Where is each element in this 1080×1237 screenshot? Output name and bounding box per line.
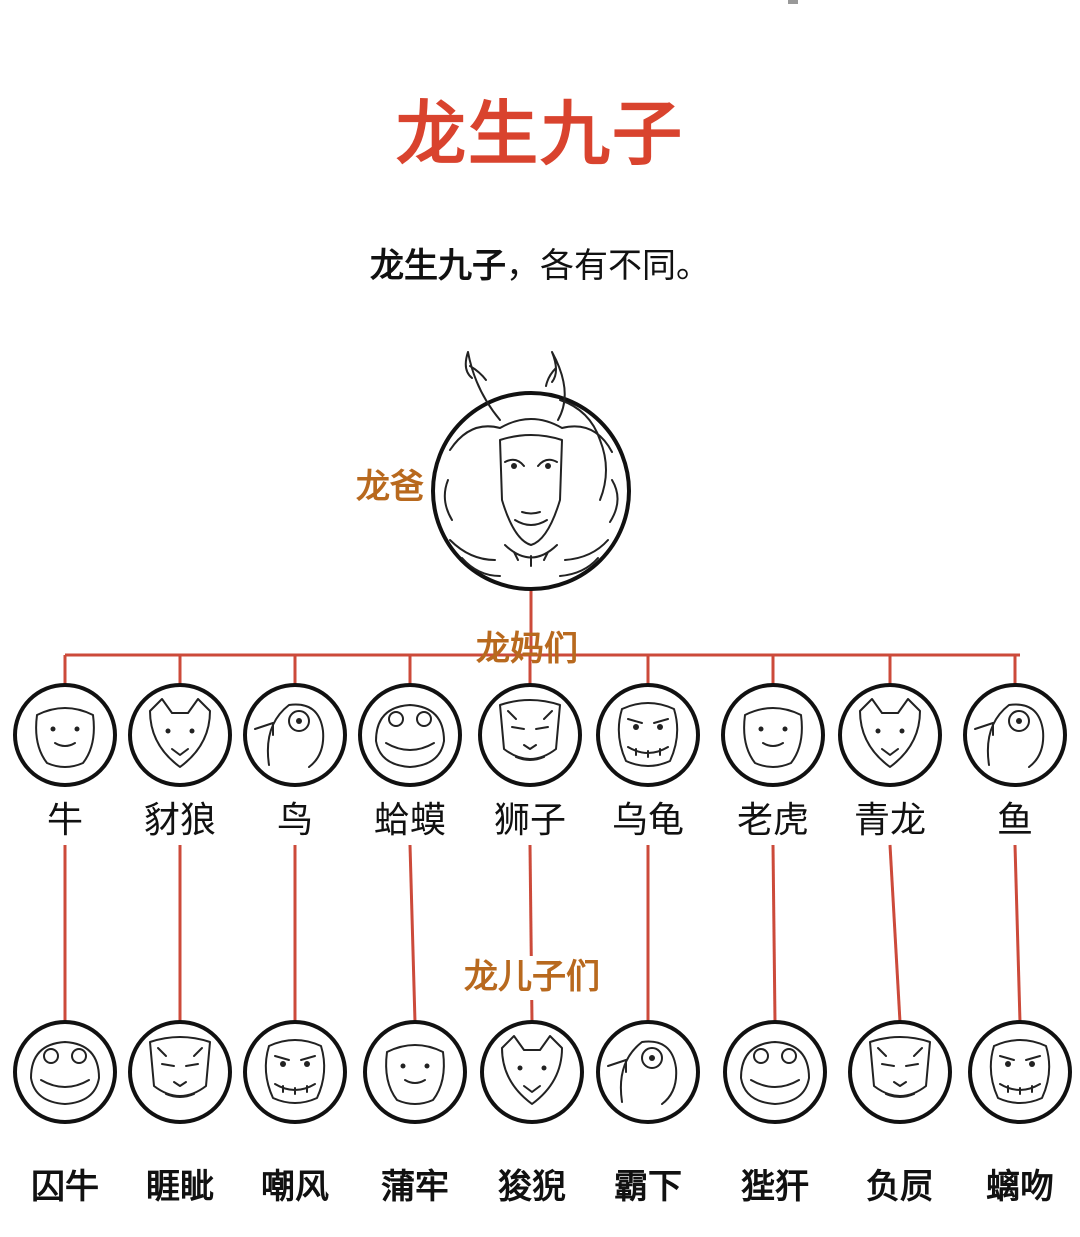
mother-node: 狮子	[478, 683, 582, 841]
tiger-portrait	[743, 707, 803, 768]
mother-portrait-frame	[243, 683, 347, 787]
son-portrait-frame	[13, 1020, 117, 1124]
mother-label: 老虎	[737, 800, 809, 841]
page-title: 龙生九子	[396, 93, 684, 175]
mother-node: 青龙	[838, 683, 942, 841]
father-node: 龙爸	[356, 351, 631, 591]
mothers-row: 牛 豺狼 鸟 蛤蟆 狮子 乌龟 老虎 青龙 鱼	[13, 683, 1067, 841]
son-label: 囚牛	[31, 1167, 99, 1207]
son-label: 狻猊	[498, 1167, 566, 1207]
lineage-line	[408, 844, 417, 1023]
fish-portrait	[974, 703, 1045, 768]
mother-label: 牛	[47, 800, 83, 841]
son-node: 蒲牢	[363, 1020, 467, 1207]
mother-label: 乌龟	[612, 800, 684, 841]
son-label: 蒲牢	[381, 1167, 449, 1207]
son-label: 负屃	[866, 1167, 934, 1207]
subtitle-emphasis: 龙生九子	[370, 246, 506, 286]
son-portrait-frame	[596, 1020, 700, 1124]
mothers-label: 龙妈们	[476, 629, 578, 669]
lineage-line	[771, 844, 777, 1023]
bian-portrait	[740, 1041, 810, 1105]
ox-portrait	[35, 707, 95, 768]
mother-portrait-frame	[478, 683, 582, 787]
son-label: 霸下	[614, 1167, 682, 1207]
son-portrait-frame	[128, 1020, 232, 1124]
mother-label: 青龙	[854, 800, 926, 841]
mother-label: 豺狼	[144, 800, 216, 841]
son-label: 睚眦	[146, 1167, 214, 1207]
mother-portrait-frame	[596, 683, 700, 787]
chaofeng-portrait	[264, 1039, 326, 1104]
son-label: 狴犴	[741, 1167, 809, 1207]
azure-dragon-portrait	[859, 698, 921, 768]
son-portrait-frame	[848, 1020, 952, 1124]
qiuniu-portrait	[30, 1041, 100, 1105]
connector-lines	[63, 589, 1022, 1023]
lion-portrait	[499, 699, 561, 761]
bird-portrait	[254, 703, 325, 768]
son-node: 狻猊	[480, 1020, 584, 1207]
sons-label-backdrop	[440, 956, 624, 1000]
jackal-portrait	[149, 698, 211, 768]
mother-portrait-frame	[721, 683, 825, 787]
mother-node: 老虎	[721, 683, 825, 841]
mother-node: 鸟	[243, 683, 347, 841]
son-node: 囚牛	[13, 1020, 117, 1207]
mother-portrait-frame	[13, 683, 117, 787]
mother-node: 鱼	[963, 683, 1067, 841]
top-edge-mark	[788, 0, 798, 4]
pulao-portrait	[385, 1044, 445, 1105]
fuxi-portrait	[869, 1036, 931, 1098]
lineage-line	[1013, 844, 1022, 1023]
father-label: 龙爸	[356, 467, 424, 507]
mother-label: 蛤蟆	[374, 800, 446, 841]
son-node: 霸下	[596, 1020, 700, 1207]
son-portrait-frame	[243, 1020, 347, 1124]
mother-label: 鱼	[997, 800, 1033, 841]
mother-portrait-frame	[963, 683, 1067, 787]
son-label: 嘲风	[261, 1167, 329, 1207]
mother-node: 豺狼	[128, 683, 232, 841]
son-node: 负屃	[848, 1020, 952, 1207]
turtle-portrait	[617, 702, 679, 767]
mother-portrait-frame	[838, 683, 942, 787]
son-node: 睚眦	[128, 1020, 232, 1207]
sons-label: 龙儿子们	[464, 957, 600, 997]
dragon-portrait	[443, 351, 619, 577]
mother-node: 蛤蟆	[358, 683, 462, 841]
son-portrait-frame	[723, 1020, 827, 1124]
son-portrait-frame	[968, 1020, 1072, 1124]
father-portrait-frame	[431, 391, 631, 591]
son-node: 螭吻	[968, 1020, 1072, 1207]
son-node: 嘲风	[243, 1020, 347, 1207]
son-portrait-frame	[480, 1020, 584, 1124]
son-node: 狴犴	[723, 1020, 827, 1207]
sons-row: 囚牛 睚眦 嘲风 蒲牢 狻猊 霸下 狴犴 负屃 螭吻	[13, 1020, 1072, 1207]
baxia-portrait	[607, 1040, 678, 1105]
mother-node: 牛	[13, 683, 117, 841]
chiwen-portrait	[989, 1039, 1051, 1104]
mother-label: 狮子	[494, 800, 566, 841]
lineage-line	[888, 844, 902, 1023]
suanni-portrait	[501, 1035, 563, 1105]
toad-portrait	[375, 704, 445, 768]
page-subtitle: 龙生九子，各有不同。	[0, 238, 1080, 287]
subtitle-rest: ，各有不同。	[506, 246, 710, 286]
mother-portrait-frame	[128, 683, 232, 787]
mother-node: 乌龟	[596, 683, 700, 841]
son-portrait-frame	[363, 1020, 467, 1124]
son-label: 螭吻	[986, 1167, 1054, 1207]
yazi-portrait	[149, 1036, 211, 1098]
mother-label: 鸟	[277, 800, 313, 841]
mother-portrait-frame	[358, 683, 462, 787]
